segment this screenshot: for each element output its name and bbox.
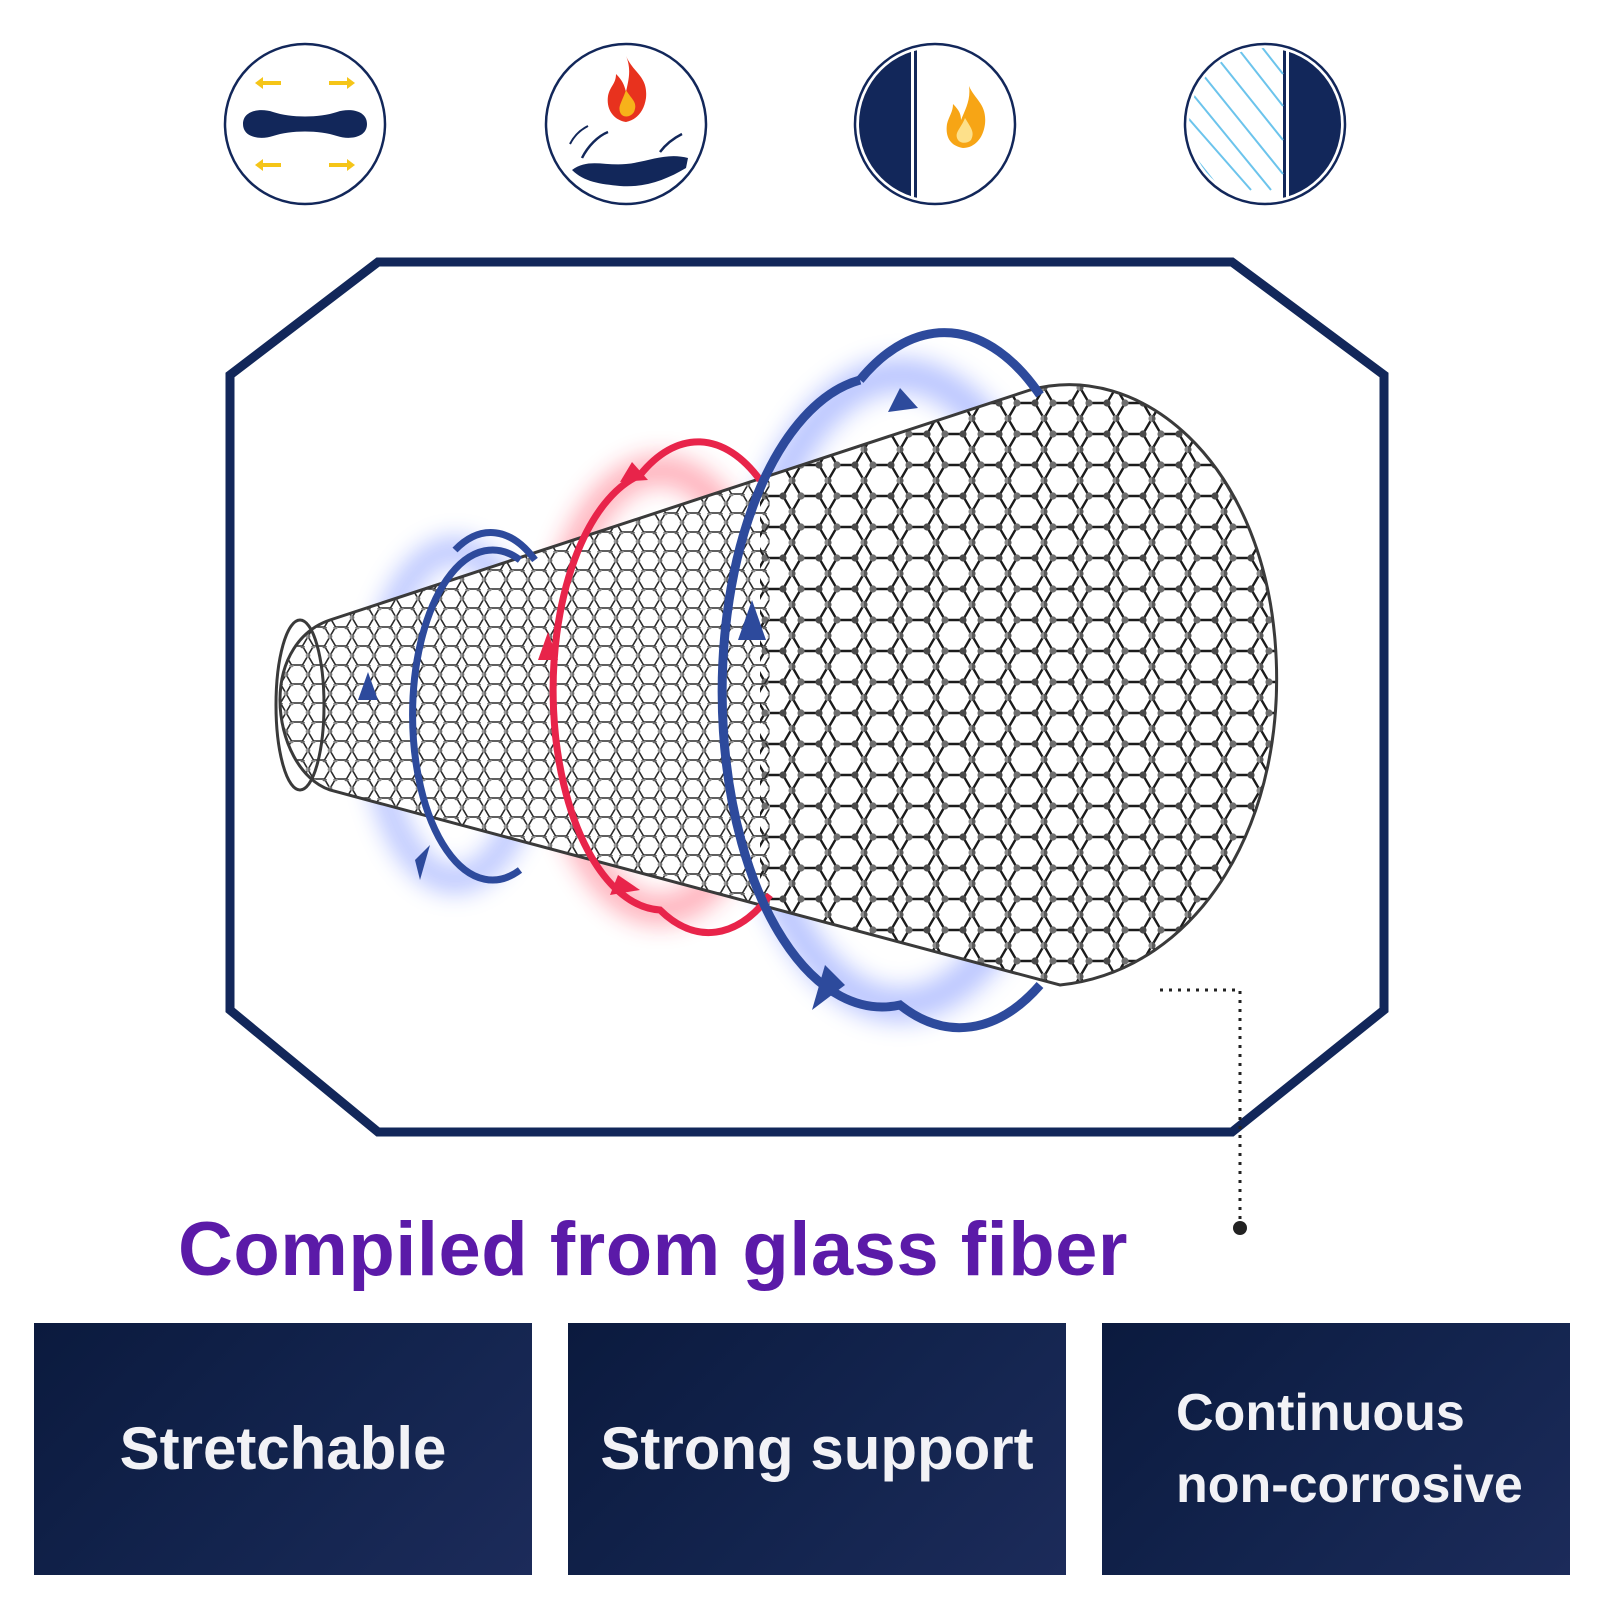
feature-box-stretchable: Stretchable (34, 1323, 532, 1575)
fire-barrier-icon (851, 40, 1019, 208)
feature-label: Stretchable (119, 1415, 447, 1482)
feature-box-non-corrosive: Continuous non-corrosive (1102, 1323, 1570, 1575)
stretch-icon (221, 40, 389, 208)
feature-label-line: Continuous (1176, 1384, 1465, 1442)
feature-box-strong-support: Strong support (568, 1323, 1066, 1575)
flame-resistant-icon (542, 40, 710, 208)
headline: Compiled from glass fiber (178, 1207, 1128, 1292)
feature-label: Continuous non-corrosive (1176, 1377, 1523, 1521)
feature-label: Strong support (600, 1415, 1034, 1482)
glass-panel-icon (1181, 40, 1349, 208)
feature-label-line: non-corrosive (1176, 1456, 1523, 1514)
